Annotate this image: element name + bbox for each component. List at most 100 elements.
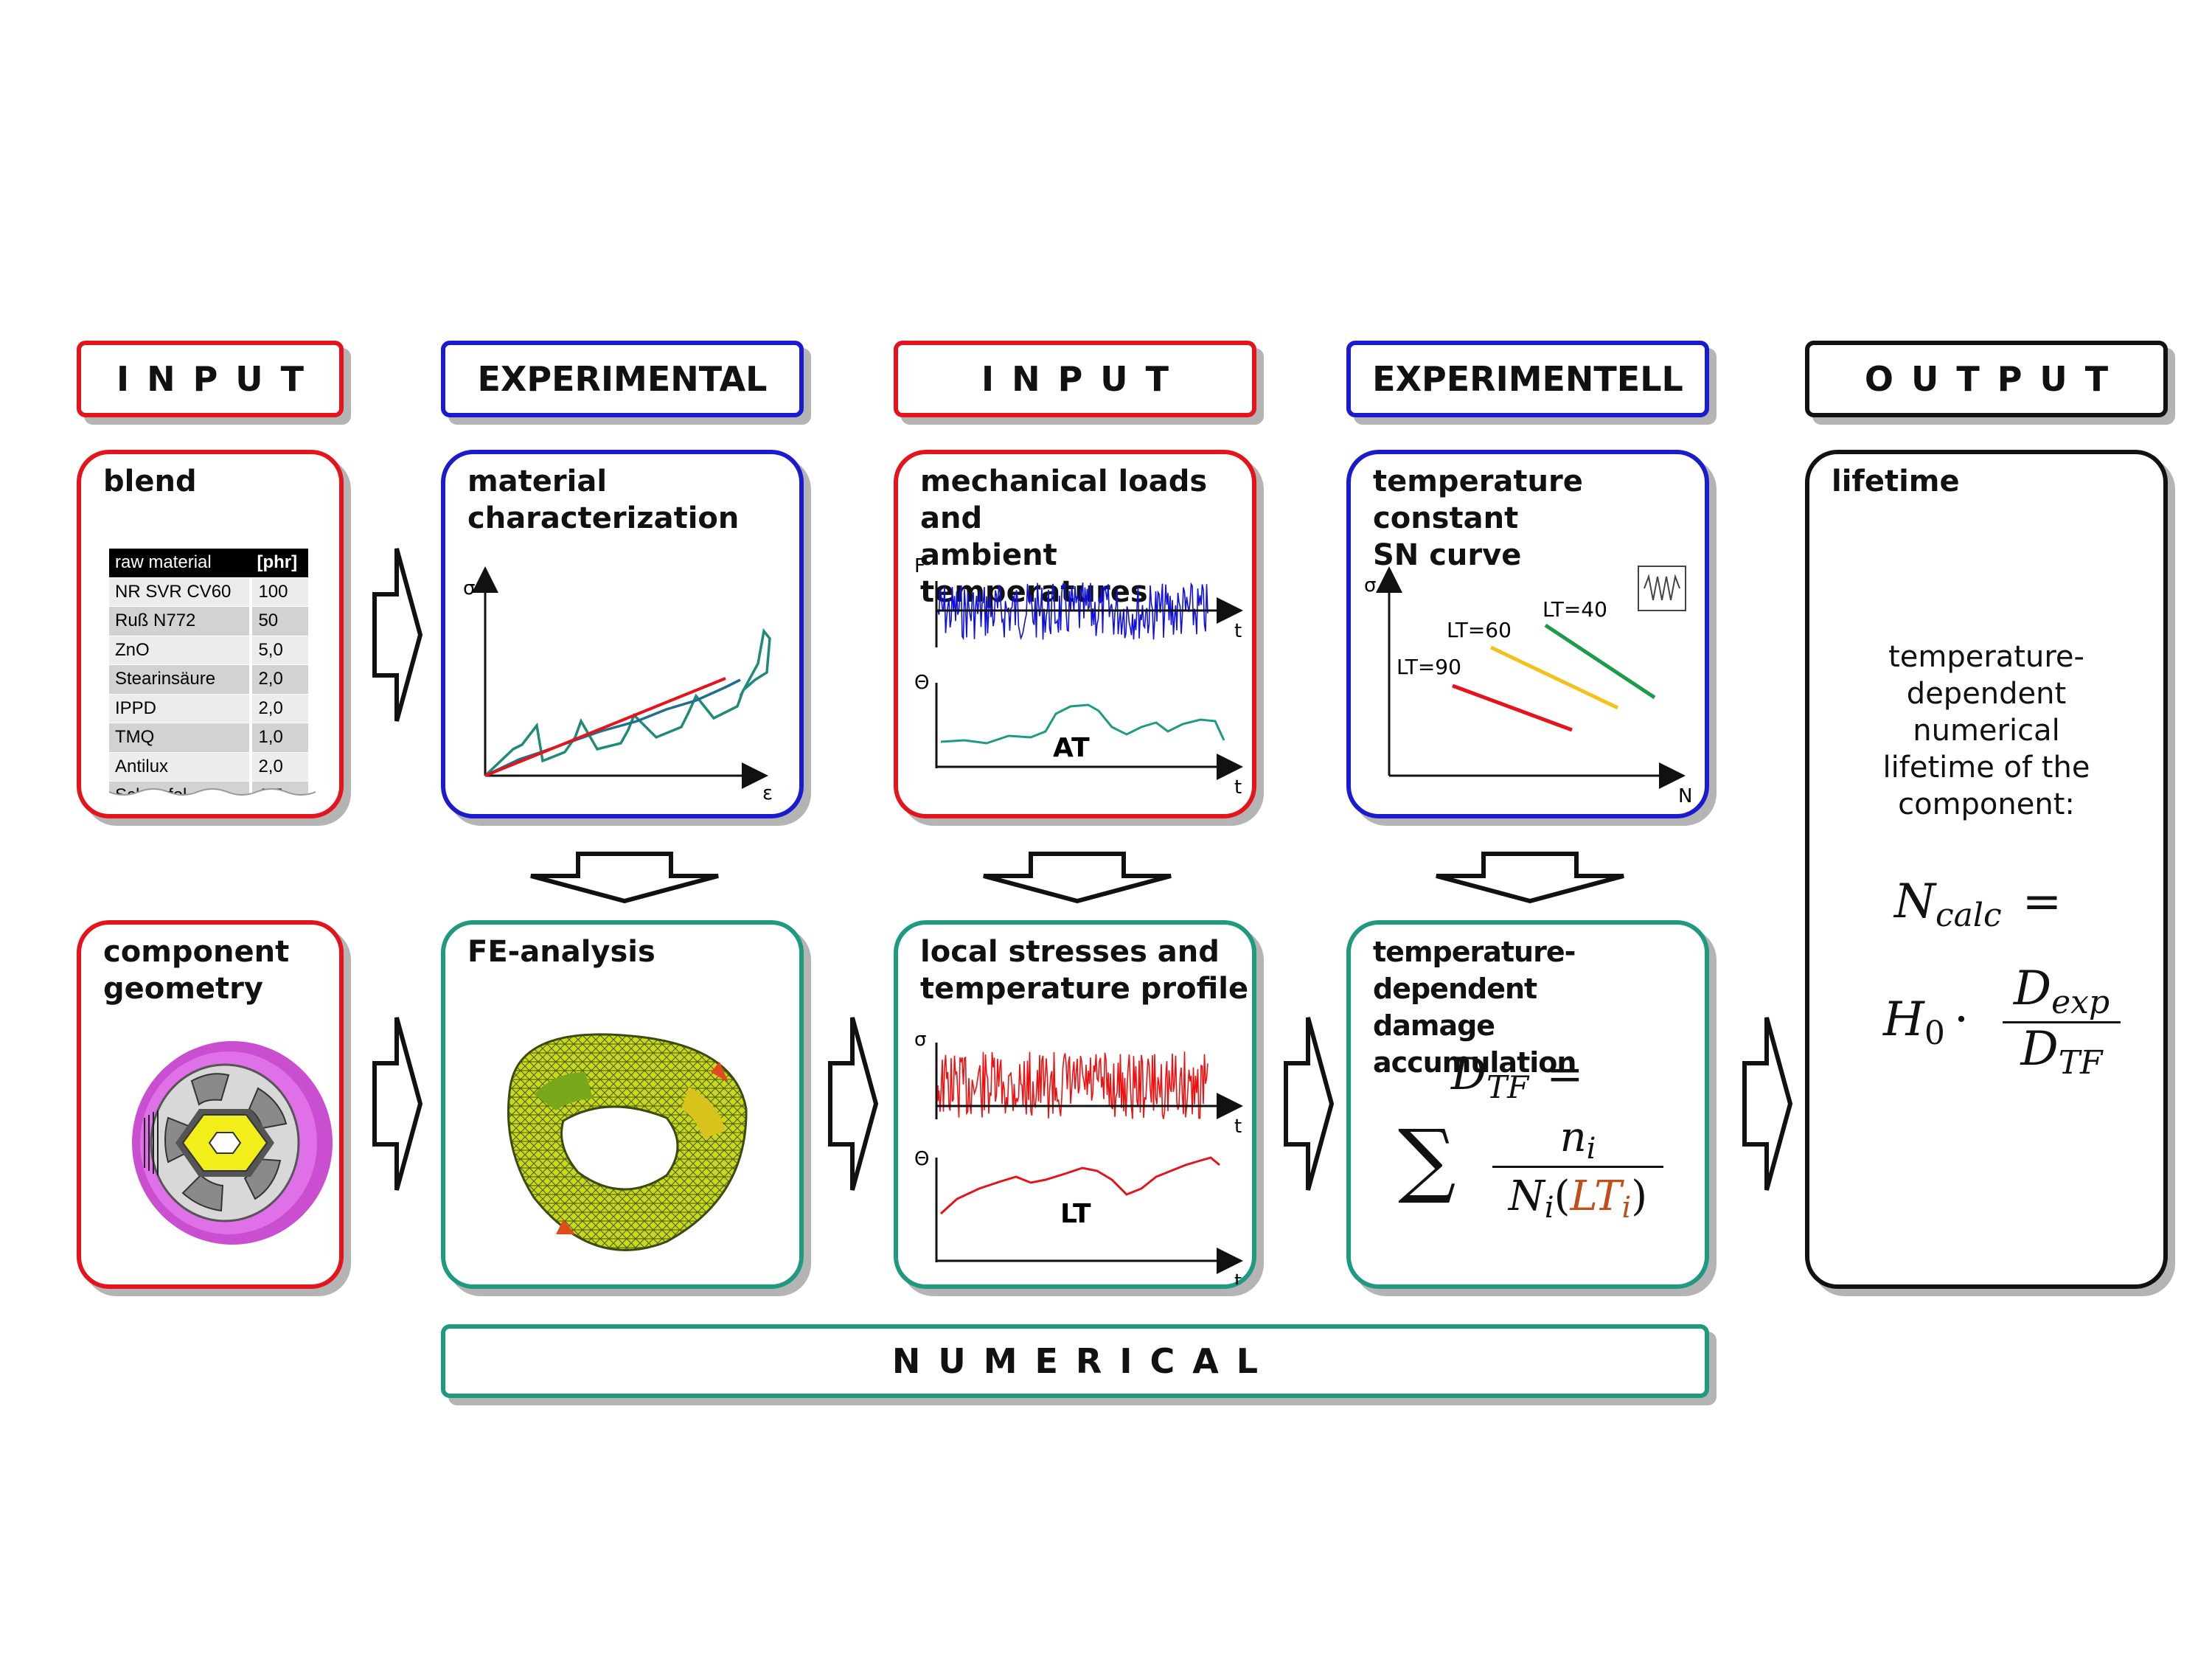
arrow-down-material-to-fe (530, 852, 719, 904)
sn-plot: σ N LT=90 LT=60 LT=40 (1364, 566, 1692, 807)
arrow-down-sn-to-damage (1436, 852, 1624, 904)
table-cell-material: TMQ (109, 723, 251, 753)
panel-sn-title: temperature constant SN curve (1373, 465, 1583, 572)
panel-damage-accumulation: temperature-dependent damage accumulatio… (1346, 920, 1709, 1289)
component-geometry-image (132, 1041, 333, 1245)
stress-signal (937, 1051, 1208, 1119)
table-cell-material: ZnO (109, 636, 251, 665)
arrow-down-loads-to-local (983, 852, 1172, 904)
local-sigma-label: σ (914, 1029, 926, 1051)
formula-dtf-denominator: Ni(LTi) (1508, 1172, 1648, 1225)
formula-ncalc-lhs: Ncalc= (1894, 874, 2062, 934)
torn-edge-fill (109, 789, 316, 802)
sn-x-label: N (1678, 785, 1692, 807)
panel-sn-curve: temperature constant SN curve σ N LT=90 … (1346, 450, 1709, 818)
panel-material-characterization: material characterization σ ε (441, 450, 804, 818)
arrow-right-geometry-to-fe (372, 1017, 423, 1191)
arrow-right-damage-to-lifetime (1742, 1017, 1793, 1191)
header-numerical: NUMERICAL (441, 1324, 1709, 1398)
panel-fe-analysis: FE-analysis (441, 920, 804, 1289)
table-cell-material: Stearinsäure (109, 664, 251, 695)
panel-damage-title: temperature-dependent damage accumulatio… (1373, 936, 1576, 1079)
mount-ribs (144, 1110, 159, 1175)
header-numerical-label: NUMERICAL (891, 1341, 1276, 1381)
header-experimental-label: EXPERIMENTAL (477, 359, 768, 399)
y-axis-label: σ (463, 577, 475, 599)
table-cell-value: 5,0 (249, 636, 308, 665)
signal-icon (1638, 566, 1686, 611)
panel-local-stresses: local stresses and temperature profile σ… (894, 920, 1256, 1289)
arrow-right-local-to-damage (1284, 1017, 1335, 1191)
table-cell-material: NR SVR CV60 (109, 577, 251, 607)
local-plot: σ t Θ t LT (914, 1029, 1243, 1284)
sn-label-lt40: LT=40 (1543, 597, 1607, 622)
panel-fe-title: FE-analysis (467, 935, 655, 969)
panel-lifetime-title: lifetime (1832, 465, 1960, 498)
lifetime-description: temperature- dependent numerical lifetim… (1882, 640, 2090, 821)
formula-dtf: DTF= ∑ ni Ni(LTi) (1351, 925, 1705, 1284)
hysteresis-curve (484, 627, 771, 777)
header-experimental: EXPERIMENTAL (441, 341, 804, 417)
sn-y-label: σ (1364, 574, 1376, 597)
table-cell-value: 50 (249, 606, 308, 636)
sn-label-lt90: LT=90 (1397, 655, 1461, 679)
formula-sum-sign: ∑ (1398, 1112, 1456, 1206)
table-cell-material: Ruß N772 (109, 606, 251, 636)
panel-geometry-title: component geometry (103, 935, 290, 1006)
header-input-1-label: INPUT (116, 359, 322, 399)
fe-mesh-image (507, 1033, 748, 1251)
panel-local-title: local stresses and temperature profile (920, 935, 1249, 1006)
hex-hole (208, 1132, 242, 1154)
fe-hotspot-2 (556, 1220, 575, 1234)
median-curve (484, 677, 726, 777)
ambient-temperature-curve (940, 703, 1225, 745)
time-label-2: t (1234, 776, 1242, 799)
force-label: F (914, 555, 925, 577)
header-output-label: OUTPUT (1864, 359, 2126, 399)
fe-hotspot-1 (711, 1062, 728, 1082)
panel-blend-title: blend (103, 465, 197, 498)
arrow-right-blend-to-material (372, 548, 423, 722)
panel-loads-title: mechanical loads and ambient temperature… (920, 465, 1208, 609)
sn-line-lt60 (1489, 645, 1619, 710)
header-input-2-label: INPUT (981, 359, 1187, 399)
torn-edge-line (109, 788, 316, 796)
table-cell-value: 2,0 (249, 664, 308, 695)
panel-mechanical-loads: mechanical loads and ambient temperature… (894, 450, 1256, 818)
local-theta-label: Θ (914, 1148, 929, 1170)
table-header-material: raw material (109, 549, 251, 578)
table-cell-material: IPPD (109, 694, 251, 723)
sn-line-lt40 (1544, 623, 1656, 700)
header-experimentell-label: EXPERIMENTELL (1372, 359, 1683, 399)
header-output: OUTPUT (1805, 341, 2168, 417)
local-temperature-label: LT (1060, 1199, 1091, 1229)
panel-component-geometry: component geometry (77, 920, 344, 1289)
formula-ncalc-denominator: DTF (2020, 1022, 2103, 1082)
formula-ncalc-numerator: Dexp (2003, 961, 2121, 1023)
stress-strain-plot: σ ε (463, 566, 773, 804)
rib-pockets (164, 1073, 288, 1212)
table-cell-value: 1,0 (249, 723, 308, 753)
panel-material-title: material characterization (467, 465, 740, 535)
table-cell-value: 100 (249, 577, 308, 607)
ambient-temperature-label: AT (1053, 733, 1090, 763)
formula-ncalc-h0: H0· (1883, 992, 1969, 1052)
table-cell-material: Antilux (109, 752, 251, 782)
fe-inner-hole (560, 1105, 679, 1191)
header-input-1: INPUT (77, 341, 344, 417)
local-time-label-2: t (1234, 1270, 1242, 1284)
time-label-1: t (1234, 620, 1242, 642)
header-input-2: INPUT (894, 341, 1256, 417)
